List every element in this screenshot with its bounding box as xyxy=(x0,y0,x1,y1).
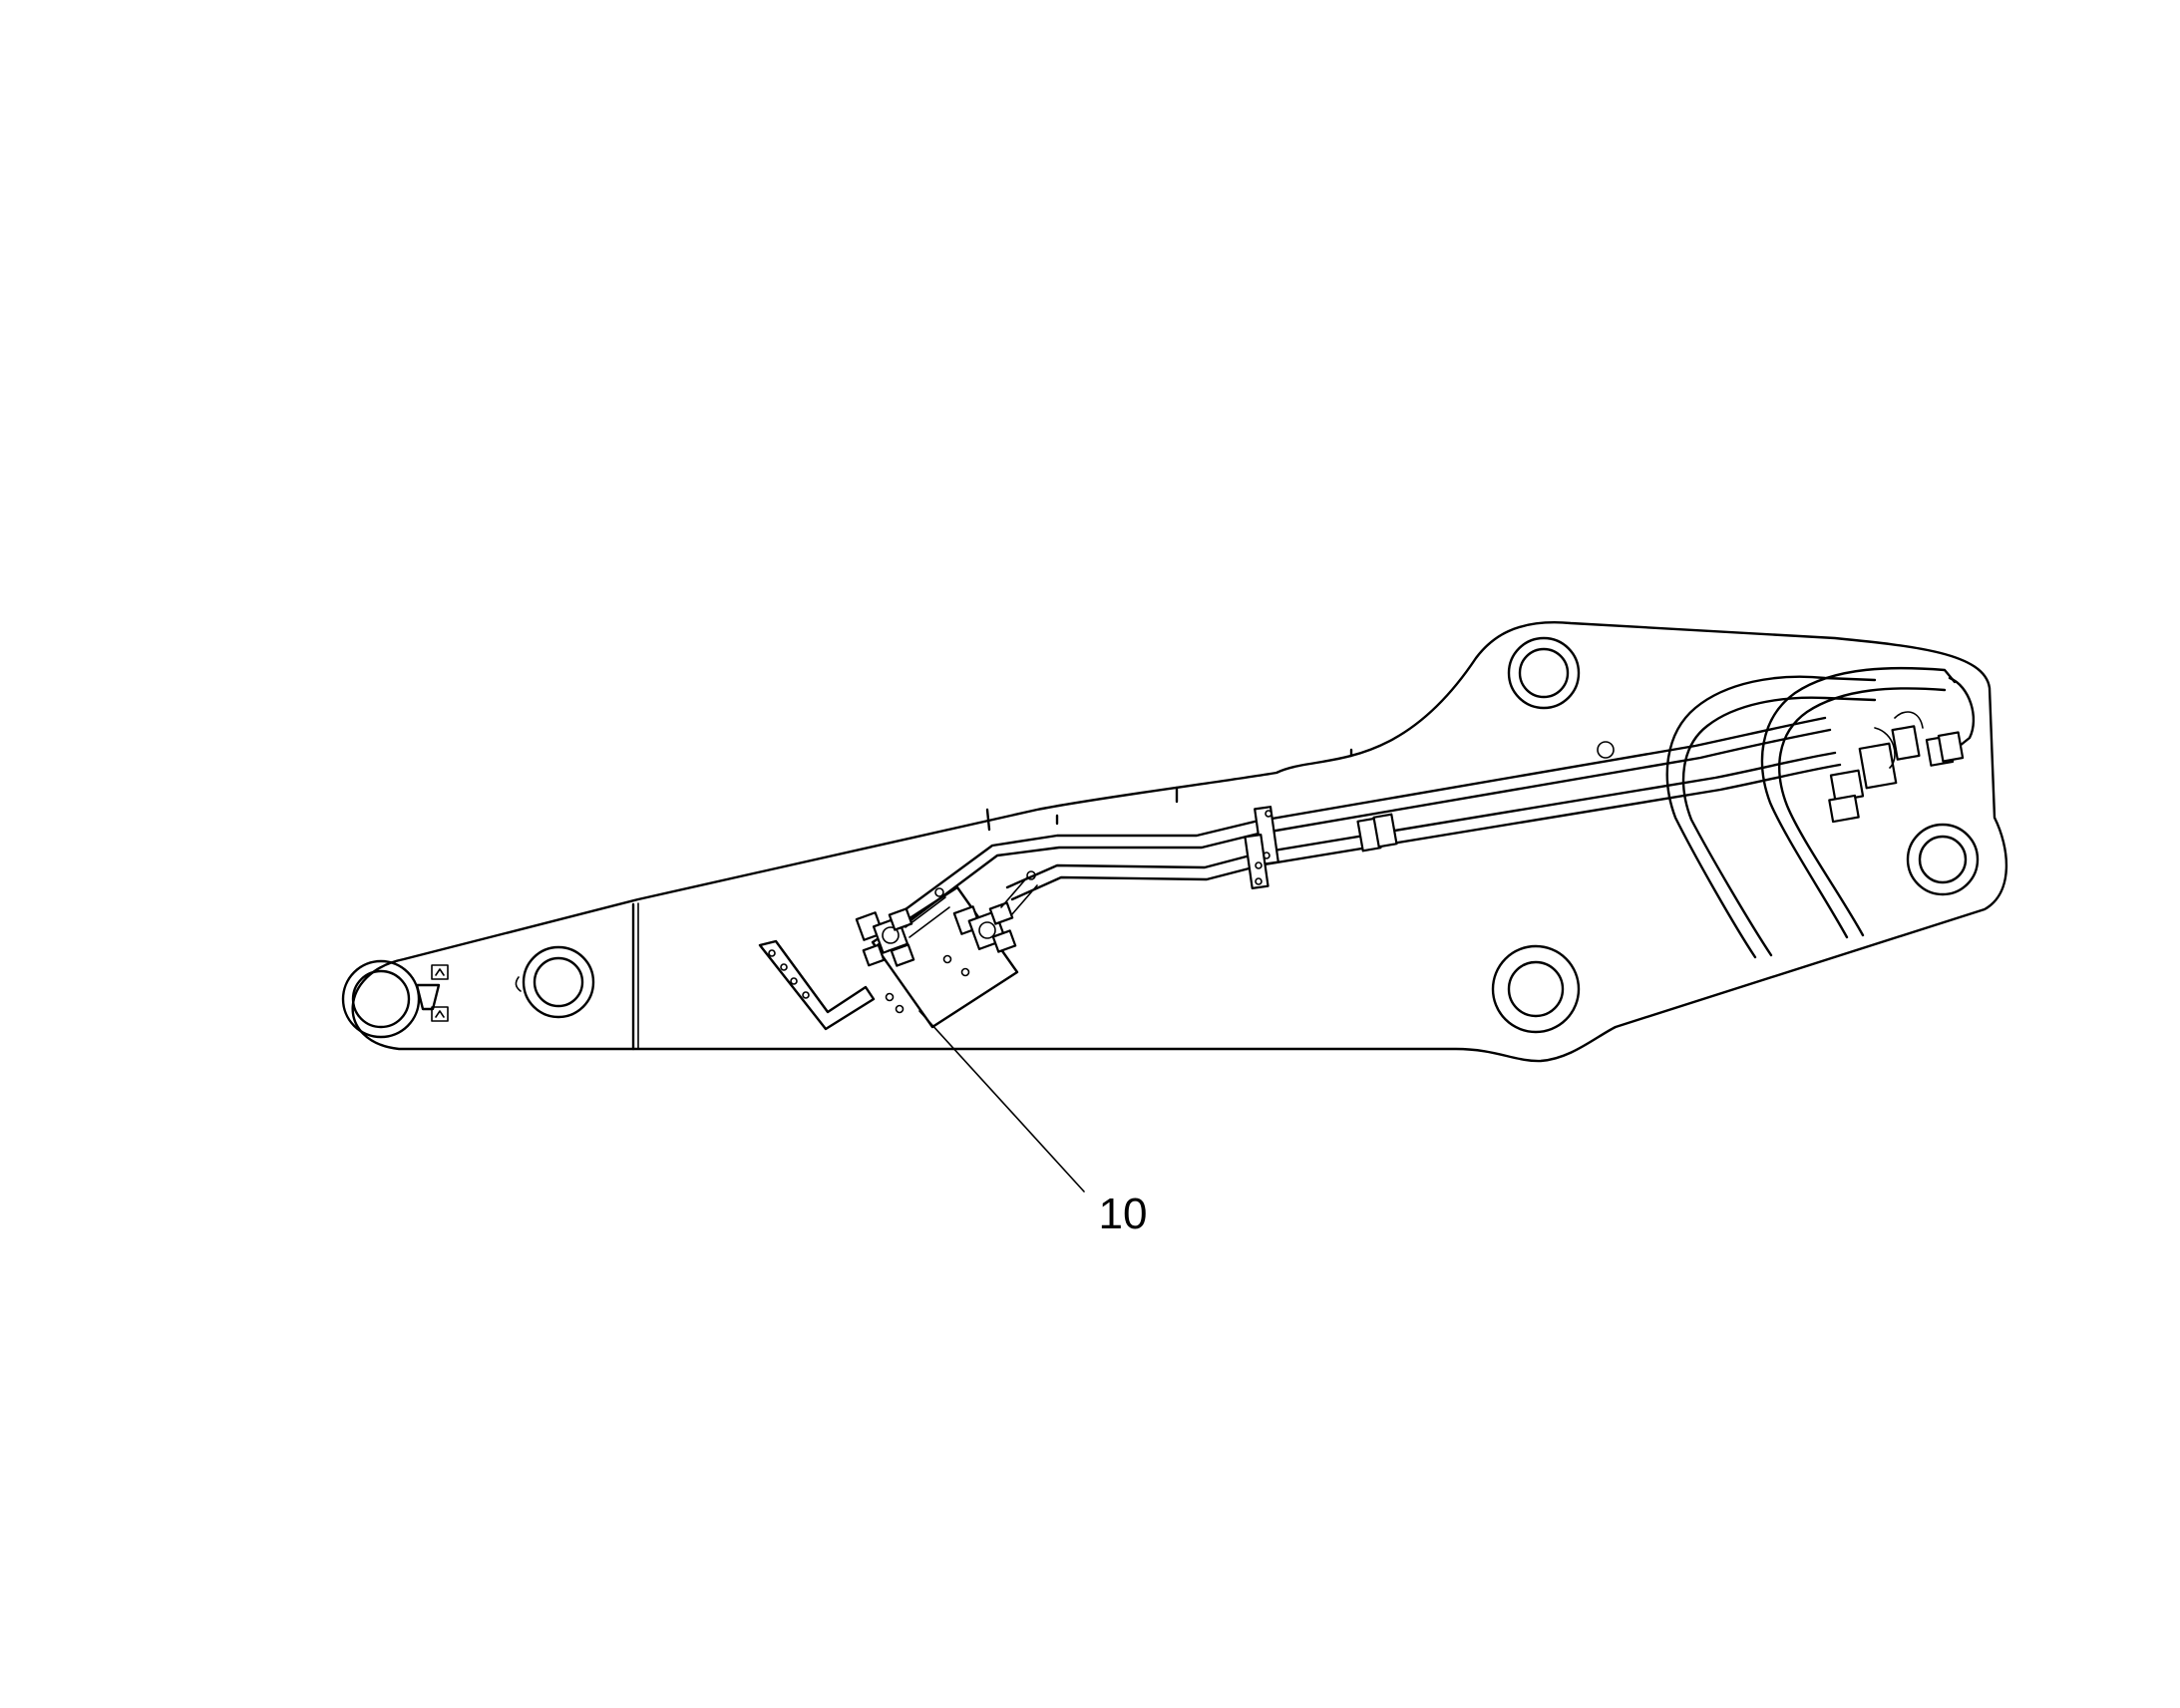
pin-boss-nose xyxy=(1906,823,1980,896)
callout-label: 10 xyxy=(1099,1190,1148,1238)
tube-coupling xyxy=(1356,813,1398,853)
boom-body xyxy=(351,621,2008,1063)
hydraulic-tubes xyxy=(866,716,1842,947)
mounting-bracket xyxy=(758,939,876,1031)
rear-fitting-block xyxy=(1828,711,1965,824)
hose-loop-outer xyxy=(1665,675,1877,959)
tube-clamp-lower xyxy=(1244,834,1270,889)
pin-boss-top xyxy=(1507,636,1581,710)
valve-block-assembly xyxy=(855,870,1038,1029)
top-studs xyxy=(985,748,1353,832)
pin-boss-lower-cylinder xyxy=(1491,944,1581,1034)
callout-10: 10 xyxy=(918,1010,1148,1238)
grease-fitting xyxy=(415,964,449,1022)
pin-boss-foot xyxy=(341,959,421,1039)
hose-loop-inner xyxy=(1760,666,1976,939)
pin-boss-rear xyxy=(515,945,595,1019)
